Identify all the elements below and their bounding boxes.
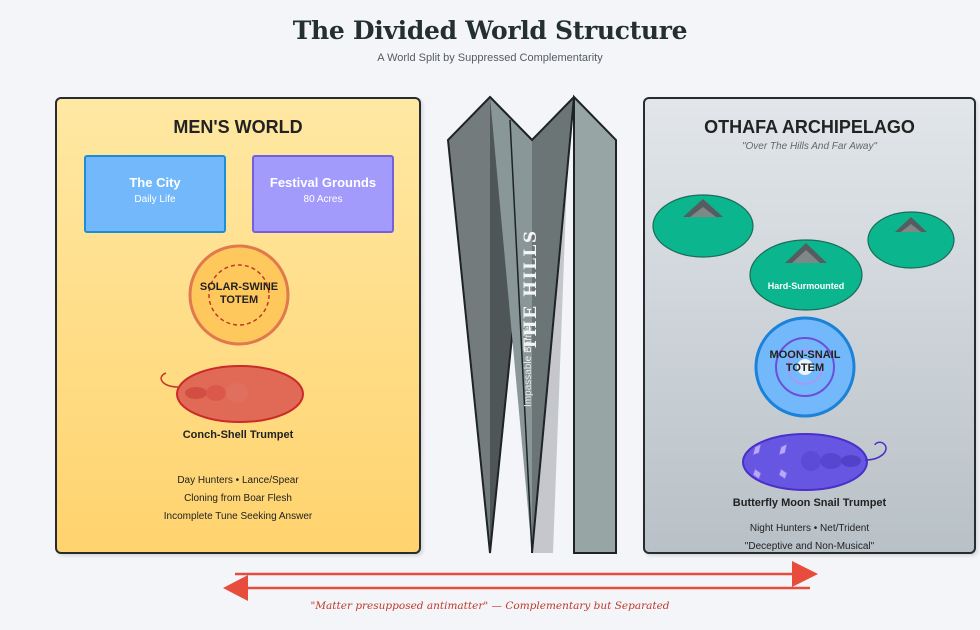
festival-detail: 80 Acres [303,194,343,205]
the-hills-barrier: THE HILLS Impassable Barrier [446,94,617,554]
right-hill-face [573,94,617,554]
mens-trait-2: Cloning from Boar Flesh [184,493,292,504]
island-label: Hard-Surmounted [767,281,845,291]
mens-trait-1: Day Hunters • Lance/Spear [177,475,299,486]
middle-hill-face [490,97,532,553]
mens-world-title: MEN'S WORLD [173,117,303,137]
moon-snail-totem-label: MOON-SNAIL TOTEM [753,349,857,375]
conch-shell-trumpet-label: Conch-Shell Trumpet [182,429,294,441]
butterfly-moon-snail-trumpet-icon [742,433,887,491]
city-detail: Daily Life [134,194,176,205]
othafa-tagline: "Over The Hills And Far Away" [741,141,878,152]
arrow-left [223,575,810,601]
hills-label: THE HILLS [521,229,541,350]
totem-line-2: TOTEM [219,294,259,306]
island-center [749,239,863,311]
island-left [652,194,754,258]
othafa-title: OTHAFA ARCHIPELAGO [704,117,915,137]
festival-name: Festival Grounds [269,175,377,190]
city-name: The City [129,175,181,190]
diagram-title: The Divided World Structure [292,16,688,45]
hills-sublabel: Impassable Barrier [523,322,534,407]
moon-totem-line-2: TOTEM [785,362,825,374]
mens-world-panel: MEN'S WORLD The City Daily Life Festival… [55,97,421,554]
festival-grounds-box: Festival Grounds 80 Acres [252,155,394,233]
othafa-archipelago-panel: OTHAFA ARCHIPELAGO "Over The Hills And F… [643,97,976,554]
islands-group [652,194,955,311]
island-right [867,211,955,269]
conch-shell-trumpet-icon [160,365,304,423]
othafa-trait-1: Night Hunters • Net/Trident [749,523,870,534]
solar-swine-totem-label: SOLAR-SWINE TOTEM [187,281,291,307]
moon-totem-line-1: MOON-SNAIL [769,349,841,361]
butterfly-trumpet-label: Butterfly Moon Snail Trumpet [732,497,887,509]
arrow-right [235,561,818,587]
footer-quote: "Matter presupposed antimatter" — Comple… [310,600,670,612]
solar-swine-totem-icon [188,244,290,346]
diagram-subtitle: A World Split by Suppressed Complementar… [377,52,603,64]
complementary-double-arrow [223,561,818,601]
totem-line-1: SOLAR-SWINE [199,281,279,293]
moon-snail-totem-icon [754,316,856,418]
city-box: The City Daily Life [84,155,226,233]
left-hill-face [448,97,490,553]
othafa-trait-2: "Deceptive and Non-Musical" [744,541,875,552]
mens-trait-3: Incomplete Tune Seeking Answer [163,511,313,522]
